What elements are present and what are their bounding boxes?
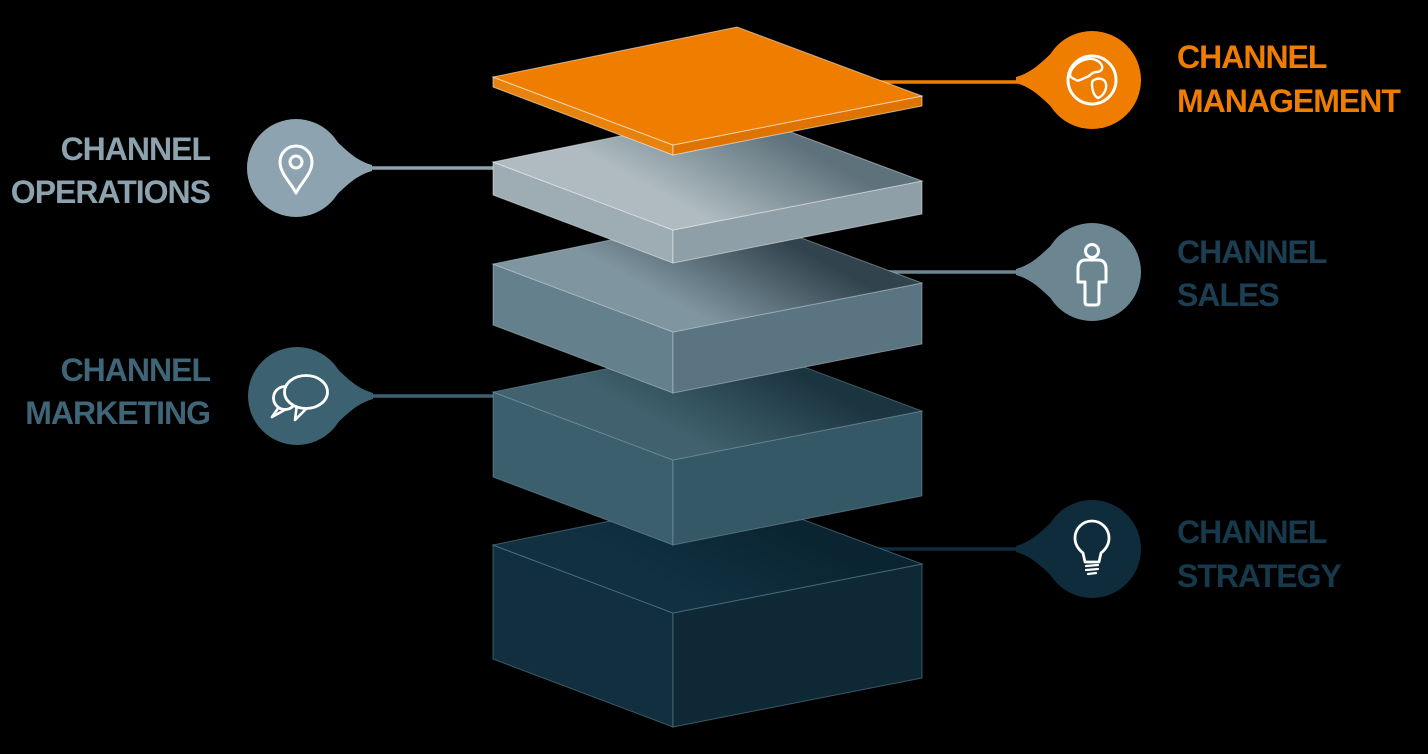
person-icon (1076, 243, 1108, 307)
lightbulb-icon (1073, 519, 1111, 576)
layer-channel-management (491, 26, 924, 156)
layer-channel-marketing (491, 341, 924, 546)
label-channel-sales-line2: SALES (1177, 277, 1279, 313)
callout-management: CHANNEL MANAGEMENT (1016, 31, 1402, 129)
speech-bubbles-icon (270, 374, 329, 422)
label-channel-strategy-line2: STRATEGY (1177, 558, 1342, 594)
bubble-circle (1043, 223, 1141, 321)
callout-sales: CHANNEL SALES (1016, 223, 1328, 321)
callout-strategy: CHANNEL STRATEGY (1016, 500, 1343, 598)
label-channel-management-line1: CHANNEL (1177, 39, 1327, 75)
callout-marketing: CHANNEL MARKETING (25, 347, 373, 445)
connectors (366, 80, 1030, 551)
callout-operations: CHANNEL OPERATIONS (11, 119, 372, 217)
label-channel-management-line2: MANAGEMENT (1177, 83, 1401, 119)
label-channel-marketing-line2: MARKETING (25, 395, 210, 431)
layer-right-face (672, 282, 923, 394)
layer-channel-operations (491, 111, 924, 264)
layer-top-face (491, 26, 924, 146)
label-channel-sales-line1: CHANNEL (1177, 234, 1327, 270)
globe-icon (1066, 54, 1118, 106)
label-channel-strategy-line1: CHANNEL (1177, 514, 1327, 550)
bubble-circle (1043, 500, 1141, 598)
layer-channel-strategy (491, 494, 924, 728)
layer-right-face (672, 410, 923, 546)
label-channel-operations-line2: OPERATIONS (11, 174, 211, 210)
label-channel-operations-line1: CHANNEL (61, 131, 211, 167)
label-channel-marketing-line1: CHANNEL (61, 352, 211, 388)
layer-channel-sales (491, 213, 924, 394)
location-pin-icon (278, 144, 314, 195)
